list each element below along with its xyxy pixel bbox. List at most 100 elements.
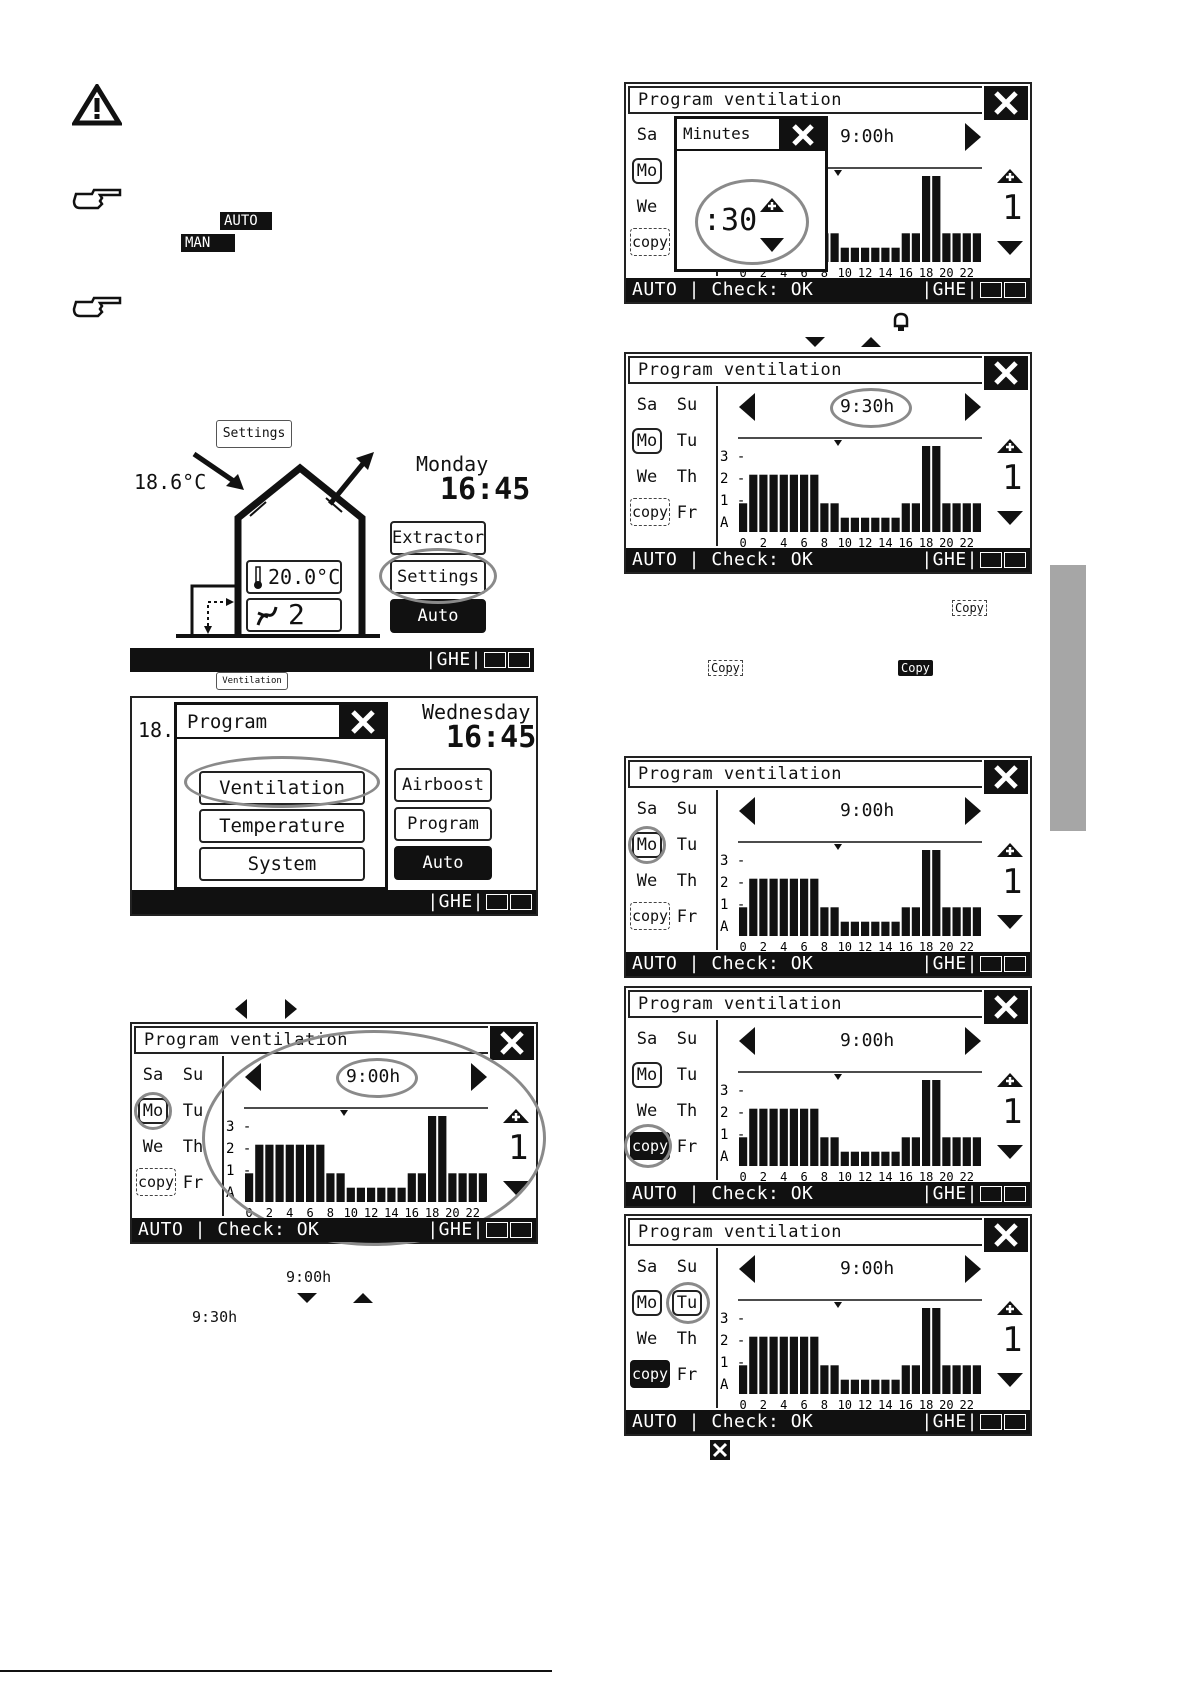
minutes-down-button[interactable] <box>759 237 785 257</box>
home-icon[interactable] <box>1004 1186 1026 1202</box>
fan-level-display[interactable]: 2 <box>246 598 342 632</box>
day-button-su[interactable]: Su <box>676 799 698 819</box>
menu-icon[interactable] <box>980 282 1002 298</box>
day-button-th[interactable]: Th <box>676 1101 698 1121</box>
day-button-su[interactable]: Su <box>676 1029 698 1049</box>
home-icon[interactable] <box>1004 956 1026 972</box>
day-button-we[interactable]: We <box>142 1137 164 1157</box>
level-down-button[interactable] <box>996 914 1024 934</box>
close-button[interactable] <box>984 86 1028 120</box>
day-button-sa[interactable]: Sa <box>142 1065 164 1085</box>
prev-time-button[interactable] <box>738 392 756 426</box>
day-button-th[interactable]: Th <box>676 467 698 487</box>
schedule-bar <box>800 474 809 532</box>
prev-time-button[interactable] <box>738 1026 756 1060</box>
level-up-button[interactable] <box>996 842 1024 862</box>
close-button[interactable] <box>984 356 1028 390</box>
day-button-mo[interactable]: Mo <box>632 158 662 184</box>
next-time-button[interactable] <box>964 1254 982 1288</box>
home-icon[interactable] <box>510 1222 532 1238</box>
schedule-bar <box>942 1365 951 1394</box>
day-button-we[interactable]: We <box>636 1329 658 1349</box>
status-bar: AUTO | Check: OK|GHE| <box>132 1218 536 1242</box>
day-button-fr[interactable]: Fr <box>676 503 698 523</box>
menu-icon[interactable] <box>980 1414 1002 1430</box>
level-down-button[interactable] <box>996 1144 1024 1164</box>
program-button[interactable]: Program <box>394 807 492 841</box>
airboost-button[interactable]: Airboost <box>394 768 492 802</box>
level-down-button[interactable] <box>996 510 1024 530</box>
level-down-button[interactable] <box>996 240 1024 260</box>
close-button[interactable] <box>984 760 1028 794</box>
day-button-sa[interactable]: Sa <box>636 1257 658 1277</box>
day-button-sa[interactable]: Sa <box>636 799 658 819</box>
schedule-bar <box>891 517 900 532</box>
level-up-button[interactable] <box>996 1300 1024 1320</box>
close-button[interactable] <box>341 705 385 739</box>
level-up-button[interactable] <box>996 1072 1024 1092</box>
home-icon[interactable] <box>1004 1414 1026 1430</box>
next-time-button[interactable] <box>964 122 982 156</box>
close-button[interactable] <box>984 1218 1028 1252</box>
copy-button[interactable]: copy <box>630 902 670 930</box>
day-button-tu[interactable]: Tu <box>676 835 698 855</box>
close-button[interactable] <box>984 990 1028 1024</box>
day-button-fr[interactable]: Fr <box>676 907 698 927</box>
copy-button[interactable]: copy <box>630 1360 670 1388</box>
day-button-su[interactable]: Su <box>182 1065 204 1085</box>
level-up-button[interactable] <box>996 438 1024 458</box>
day-button-sa[interactable]: Sa <box>636 125 658 145</box>
day-button-we[interactable]: We <box>636 467 658 487</box>
home-icon[interactable] <box>508 652 530 668</box>
day-button-sa[interactable]: Sa <box>636 395 658 415</box>
day-button-th[interactable]: Th <box>182 1137 204 1157</box>
copy-button[interactable]: copy <box>136 1168 176 1196</box>
level-up-button[interactable] <box>996 168 1024 188</box>
next-time-button[interactable] <box>964 796 982 830</box>
home-icon[interactable] <box>1004 282 1026 298</box>
auto-button[interactable]: Auto <box>390 599 486 633</box>
day-button-fr[interactable]: Fr <box>182 1173 204 1193</box>
day-button-su[interactable]: Su <box>676 1257 698 1277</box>
copy-button[interactable]: copy <box>630 228 670 256</box>
day-button-fr[interactable]: Fr <box>676 1137 698 1157</box>
menu-icon[interactable] <box>486 1222 508 1238</box>
y-tick-label: 1 - <box>720 1127 745 1143</box>
copy-button[interactable]: copy <box>630 498 670 526</box>
menu-icon[interactable] <box>980 552 1002 568</box>
day-button-mo[interactable]: Mo <box>632 428 662 454</box>
next-time-button[interactable] <box>964 1026 982 1060</box>
inside-temperature-display[interactable]: 20.0°C <box>246 560 342 594</box>
menu-option-temperature[interactable]: Temperature <box>199 809 365 843</box>
day-button-tu[interactable]: Tu <box>676 1065 698 1085</box>
x-tick-label: 0 <box>739 1170 746 1184</box>
day-button-tu[interactable]: Tu <box>182 1101 204 1121</box>
auto-button[interactable]: Auto <box>394 846 492 880</box>
next-time-button[interactable] <box>964 392 982 426</box>
menu-option-system[interactable]: System <box>199 847 365 881</box>
day-button-th[interactable]: Th <box>676 1329 698 1349</box>
day-button-tu[interactable]: Tu <box>676 431 698 451</box>
day-button-we[interactable]: We <box>636 871 658 891</box>
day-button-th[interactable]: Th <box>676 871 698 891</box>
menu-icon[interactable] <box>484 652 506 668</box>
day-button-sa[interactable]: Sa <box>636 1029 658 1049</box>
minutes-up-button[interactable] <box>759 197 785 217</box>
day-button-mo[interactable]: Mo <box>632 1062 662 1088</box>
day-button-mo[interactable]: Mo <box>632 1290 662 1316</box>
prev-time-button[interactable] <box>738 1254 756 1288</box>
day-button-su[interactable]: Su <box>676 395 698 415</box>
close-button[interactable] <box>781 119 825 151</box>
day-button-fr[interactable]: Fr <box>676 1365 698 1385</box>
menu-icon[interactable] <box>980 956 1002 972</box>
level-down-button[interactable] <box>996 1372 1024 1392</box>
home-icon[interactable] <box>510 894 532 910</box>
close-button[interactable] <box>490 1026 534 1060</box>
home-icon[interactable] <box>1004 552 1026 568</box>
menu-icon[interactable] <box>486 894 508 910</box>
day-button-we[interactable]: We <box>636 197 658 217</box>
prev-time-button[interactable] <box>738 796 756 830</box>
day-button-we[interactable]: We <box>636 1101 658 1121</box>
menu-icon[interactable] <box>980 1186 1002 1202</box>
schedule-bar <box>871 1151 880 1166</box>
